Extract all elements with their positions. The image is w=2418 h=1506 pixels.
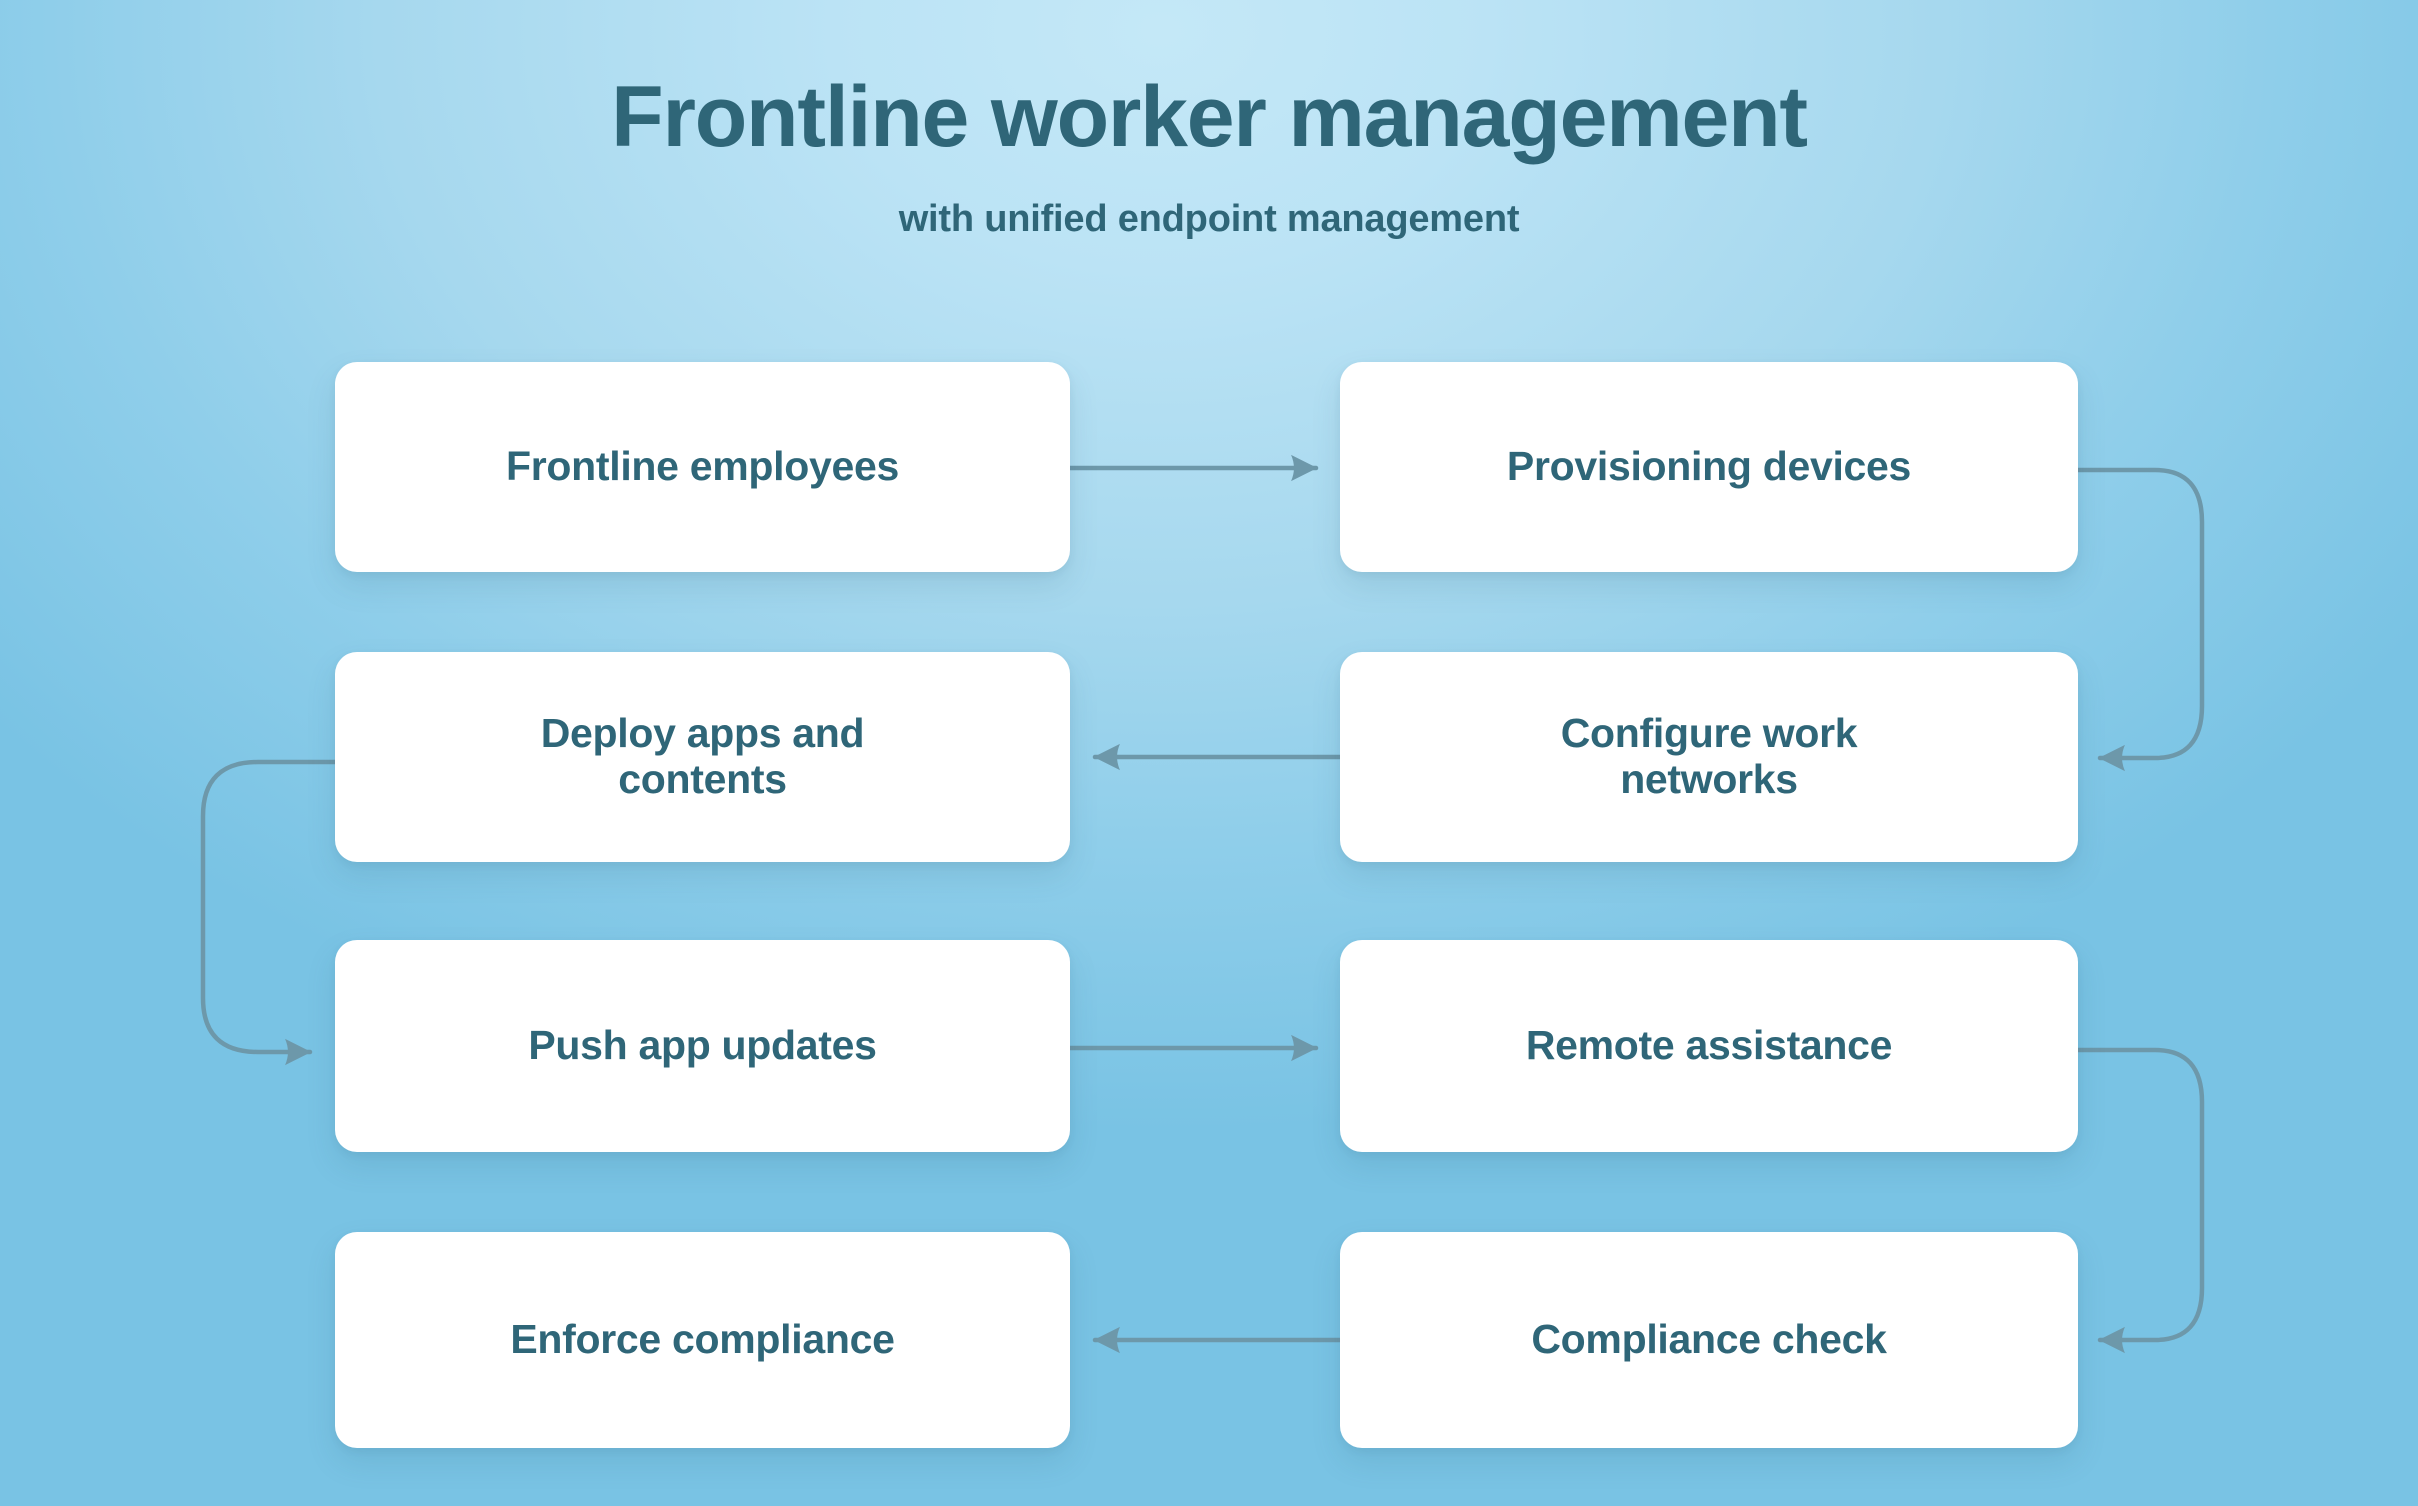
title-block: Frontline worker management with unified… (0, 0, 2418, 241)
node-label: Compliance check (1531, 1316, 1887, 1363)
page-title: Frontline worker management (611, 69, 1808, 165)
node-label: Configure work networks (1560, 710, 1858, 802)
node-push-app-updates[interactable]: Push app updates (335, 940, 1070, 1152)
node-label: Remote assistance (1525, 1022, 1893, 1069)
node-remote-assistance[interactable]: Remote assistance (1340, 940, 2078, 1152)
node-label: Push app updates (528, 1022, 877, 1069)
node-configure-networks[interactable]: Configure work networks (1340, 652, 2078, 862)
node-enforce-compliance[interactable]: Enforce compliance (335, 1232, 1070, 1448)
node-label: Frontline employees (505, 443, 899, 490)
edge-deploy-to-push (200, 759, 338, 1066)
node-frontline-employees[interactable]: Frontline employees (335, 362, 1070, 572)
edge-provisioning-to-configure (2075, 467, 2205, 772)
node-label: Enforce compliance (510, 1316, 895, 1363)
edge-remote-to-compliance (2075, 1047, 2205, 1354)
node-provisioning-devices[interactable]: Provisioning devices (1340, 362, 2078, 572)
node-compliance-check[interactable]: Compliance check (1340, 1232, 2078, 1448)
page-subtitle: with unified endpoint management (898, 198, 1520, 240)
node-label: Deploy apps and contents (540, 710, 865, 802)
node-label: Provisioning devices (1506, 443, 1912, 490)
node-deploy-apps[interactable]: Deploy apps and contents (335, 652, 1070, 862)
